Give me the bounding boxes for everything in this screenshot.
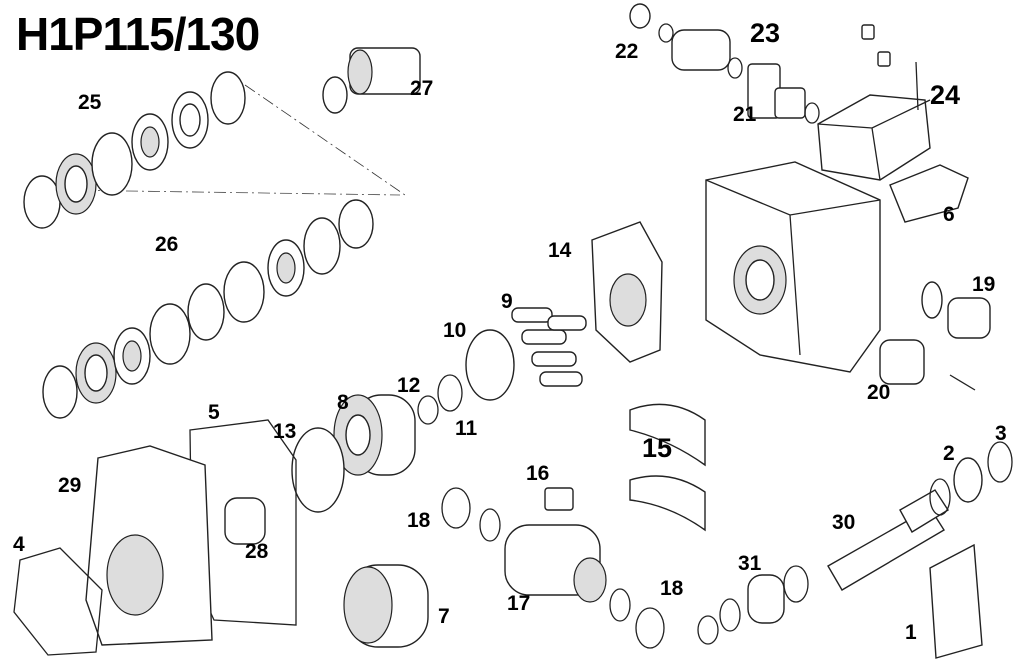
- bearing-31: [697, 565, 809, 645]
- diagram-title: H1P115/130: [16, 8, 260, 60]
- label-part-27: 27: [410, 77, 434, 100]
- label-part-23: 23: [750, 18, 781, 48]
- label-part-25: 25: [78, 91, 102, 114]
- bushing-28: [224, 497, 266, 545]
- seal-kit-bag-1: [929, 543, 983, 659]
- label-part-10: 10: [443, 319, 467, 342]
- label-part-21: 21: [733, 103, 757, 126]
- label-part-7: 7: [438, 605, 450, 628]
- label-part-31: 31: [738, 552, 762, 575]
- pistons-9: [511, 307, 587, 387]
- label-part-14: 14: [548, 239, 572, 262]
- label-part-4: 4: [13, 533, 25, 556]
- bearing-set-25: [23, 71, 246, 229]
- valve-plate-13: [291, 427, 345, 513]
- label-part-3: 3: [995, 422, 1007, 445]
- label-part-18-lower: 18: [660, 577, 684, 600]
- gasket-4: [13, 547, 103, 656]
- label-part-13: 13: [273, 420, 297, 443]
- check-valves: [879, 281, 991, 391]
- charge-pump-17: [479, 508, 607, 603]
- servo-arms-15: [629, 403, 706, 467]
- label-part-20: 20: [867, 381, 891, 404]
- control-block-24: [817, 24, 931, 181]
- label-part-6: 6: [943, 203, 955, 226]
- label-part-12: 12: [397, 374, 421, 397]
- label-part-16: 16: [526, 462, 550, 485]
- gasket-6: [889, 164, 969, 223]
- cylinder-block-8: [333, 394, 416, 476]
- retainer-plate-10: [465, 329, 515, 401]
- label-part-30: 30: [832, 511, 856, 534]
- label-part-24: 24: [930, 80, 961, 110]
- cylinder-block-7: [343, 564, 429, 648]
- label-part-1: 1: [905, 621, 917, 644]
- label-part-19: 19: [972, 273, 996, 296]
- label-part-22: 22: [615, 40, 639, 63]
- solenoid-valve-group: [629, 3, 820, 124]
- label-part-29: 29: [58, 474, 82, 497]
- label-part-5: 5: [208, 401, 220, 424]
- label-part-28: 28: [245, 540, 269, 563]
- bearing-set-26: [42, 199, 374, 419]
- main-housing: [705, 161, 881, 373]
- label-part-9: 9: [501, 290, 513, 313]
- dashed-guide-lines: [59, 84, 406, 196]
- label-part-11: 11: [455, 417, 478, 440]
- label-part-17: 17: [507, 592, 531, 615]
- label-part-8: 8: [337, 391, 349, 414]
- end-cap-29: [85, 445, 213, 646]
- filter-cartridge-27: [322, 47, 421, 114]
- block-16: [544, 487, 574, 511]
- label-part-18-upper: 18: [407, 509, 431, 532]
- label-part-2: 2: [943, 442, 955, 465]
- label-part-15: 15: [642, 433, 673, 463]
- label-part-26: 26: [155, 233, 179, 256]
